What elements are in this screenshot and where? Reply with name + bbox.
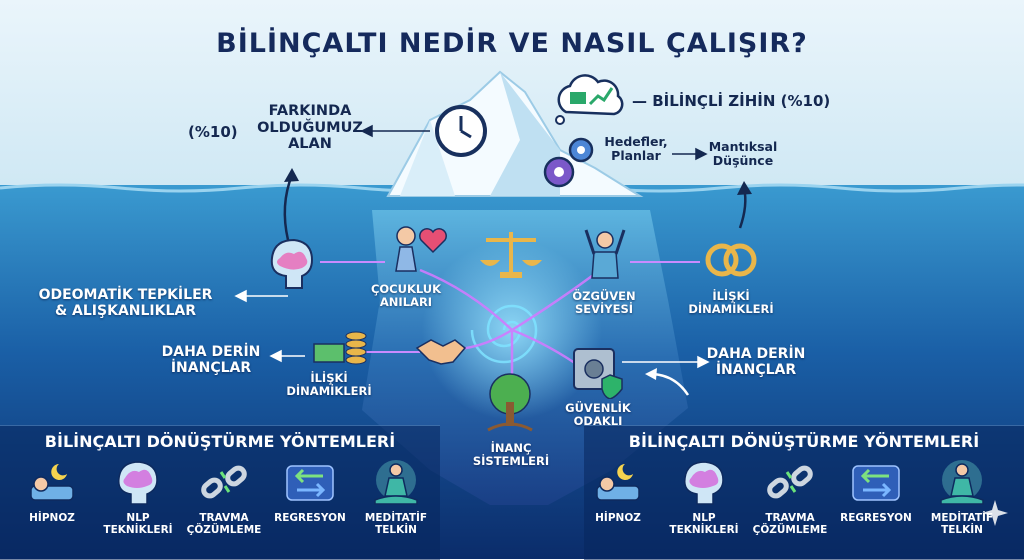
automatic-reactions-label: ODEOMATİK TEPKİLER & ALIŞKANLIKLAR (38, 287, 213, 320)
goals-label: Hedefler, Planlar (604, 134, 668, 164)
method-label-line: ÇÖZÜMLEME (752, 524, 828, 537)
conscious-mind-label: — BİLİNÇLİ ZİHİN (%10) (632, 92, 831, 110)
tree-icon (487, 373, 533, 432)
rings-icon (705, 243, 757, 277)
method-label-line: REGRESYON (274, 512, 346, 524)
safe-icon (573, 348, 623, 399)
arrows-icon (285, 458, 335, 508)
method-label-line: TEKNİKLERİ (103, 524, 173, 537)
method-label-line: NLP (126, 512, 150, 524)
deeper-beliefs-right-label: DAHA DERİN İNANÇLAR (706, 346, 806, 379)
thought-cloud-icon (555, 74, 624, 125)
methods-title-right: BİLİNÇALTI DÖNÜŞTÜRME YÖNTEMLERİ (628, 432, 980, 451)
security-label: GÜVENLİK ODAKLI (565, 401, 631, 429)
method-label-line: TELKİN (375, 524, 417, 537)
method-label: HİPNOZ (12, 512, 92, 524)
method-item: REGRESYON (270, 458, 350, 524)
money-icon (313, 331, 367, 365)
heart-icon (419, 228, 447, 254)
relations-right-label: İLİŞKİ DİNAMİKLERİ (688, 289, 774, 317)
sleep-icon (593, 458, 643, 508)
head-brain-icon (270, 238, 314, 289)
method-label-line: HİPNOZ (29, 512, 75, 524)
methods-panel-right (584, 425, 1024, 560)
method-label-line: MEDİTATİF (364, 512, 428, 524)
method-label-line: TEKNİKLERİ (669, 524, 739, 537)
method-label: REGRESYON (270, 512, 350, 524)
methods-title-left: BİLİNÇALTI DÖNÜŞTÜRME YÖNTEMLERİ (44, 432, 396, 451)
method-label-line: HİPNOZ (595, 512, 641, 524)
meditation-icon (371, 458, 421, 508)
relations-left-label: İLİŞKİ DİNAMİKLERİ (286, 371, 372, 399)
logic-label: Mantıksal Düşünce (708, 139, 778, 169)
broken-chain-icon (199, 458, 249, 508)
method-label: REGRESYON (836, 512, 916, 524)
childhood-memories-label: ÇOCUKLUK ANILARI (370, 282, 442, 310)
deeper-beliefs-left-label: DAHA DERİN İNANÇLAR (161, 344, 261, 377)
scales-icon (480, 232, 542, 278)
cheering-person-icon (584, 229, 626, 279)
aware-area-label: FARKINDA OLDUĞUMUZ ALAN (257, 103, 363, 153)
broken-chain-icon (765, 458, 815, 508)
method-item: HİPNOZ (12, 458, 92, 524)
method-label-line: REGRESYON (840, 512, 912, 524)
method-item: REGRESYON (836, 458, 916, 524)
brain-icon (679, 458, 729, 508)
method-item: HİPNOZ (578, 458, 658, 524)
sleep-icon (27, 458, 77, 508)
method-label-line: TELKİN (941, 524, 983, 537)
arrows-icon (851, 458, 901, 508)
belief-systems-label: İNANÇ SİSTEMLERİ (472, 441, 550, 469)
meditation-icon (937, 458, 987, 508)
method-label-line: NLP (692, 512, 716, 524)
page-title: BİLİNÇALTI NEDİR VE NASIL ÇALIŞIR? (216, 28, 808, 59)
method-label-line: MEDİTATİF (930, 512, 994, 524)
method-label: HİPNOZ (578, 512, 658, 524)
method-label-line: TRAVMA (765, 512, 815, 524)
percent-label: (%10) (188, 123, 238, 141)
handshake-icon (415, 339, 467, 365)
brain-icon (113, 458, 163, 508)
clock-icon (435, 105, 487, 157)
sparkle-icon (982, 500, 1008, 526)
confidence-label: ÖZGÜVEN SEVİYESİ (572, 289, 636, 317)
child-icon (395, 226, 417, 272)
method-label-line: ÇÖZÜMLEME (186, 524, 262, 537)
method-label-line: TRAVMA (199, 512, 249, 524)
gears-icon (543, 137, 594, 188)
